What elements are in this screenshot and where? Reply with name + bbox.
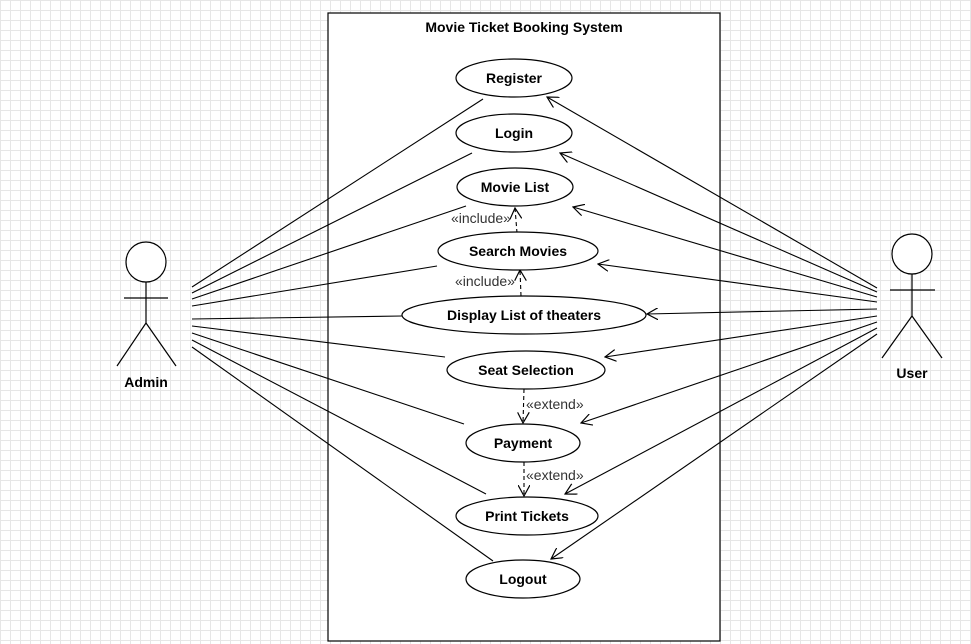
use-case-movie-list[interactable]: Movie List bbox=[456, 167, 574, 207]
use-case-register-ellipse bbox=[455, 58, 573, 98]
use-case-search-movies-ellipse bbox=[437, 231, 599, 271]
use-case-display-theaters-label: Display List of theaters bbox=[447, 307, 601, 323]
use-case-seat-selection-ellipse bbox=[446, 350, 606, 390]
use-case-seat-selection[interactable]: Seat Selection bbox=[446, 350, 606, 390]
use-case-login-label: Login bbox=[495, 125, 533, 141]
use-case-logout-label: Logout bbox=[499, 571, 547, 587]
use-case-display-theaters[interactable]: Display List of theaters bbox=[401, 295, 647, 335]
actor-user-label: User bbox=[896, 365, 928, 381]
use-case-register-label: Register bbox=[486, 70, 543, 86]
use-case-logout-ellipse bbox=[465, 559, 581, 599]
admin-register-line bbox=[191, 98, 484, 288]
dependency-relations bbox=[515, 208, 524, 496]
admin-left-leg bbox=[116, 322, 147, 367]
user-search-movies-arrow bbox=[598, 264, 878, 303]
user-logout-arrow bbox=[551, 333, 878, 559]
use-case-display-theaters-ellipse bbox=[401, 295, 647, 335]
use-case-logout[interactable]: Logout bbox=[465, 559, 581, 599]
user-payment-arrow bbox=[581, 321, 878, 423]
user-right-leg bbox=[911, 315, 943, 359]
use-case-login[interactable]: Login bbox=[455, 113, 573, 153]
admin-associations bbox=[191, 98, 494, 562]
user-display-theaters-arrow bbox=[647, 309, 878, 314]
use-case-search-movies-label: Search Movies bbox=[469, 243, 567, 259]
extend-label-1: «extend» bbox=[526, 396, 584, 412]
admin-login-line bbox=[191, 152, 473, 294]
include-label-1: «include» bbox=[451, 210, 511, 226]
admin-seat-selection-line bbox=[191, 325, 446, 358]
include-label-2: «include» bbox=[455, 273, 515, 289]
admin-head bbox=[125, 241, 167, 283]
user-associations bbox=[547, 97, 878, 559]
use-case-movie-list-label: Movie List bbox=[481, 179, 550, 195]
use-case-login-ellipse bbox=[455, 113, 573, 153]
actor-user[interactable] bbox=[881, 233, 943, 359]
admin-right-leg bbox=[145, 322, 177, 367]
use-case-print-tickets-ellipse bbox=[455, 496, 599, 536]
include-theaters-to-search bbox=[520, 270, 521, 297]
use-case-payment[interactable]: Payment bbox=[465, 423, 581, 463]
use-case-print-tickets-label: Print Tickets bbox=[485, 508, 569, 524]
user-head bbox=[891, 233, 933, 275]
actor-admin[interactable] bbox=[116, 241, 177, 367]
actor-admin-label: Admin bbox=[124, 374, 168, 390]
user-login-arrow bbox=[560, 153, 878, 293]
admin-search-movies-line bbox=[191, 265, 438, 307]
admin-display-theaters-line bbox=[191, 315, 403, 320]
user-register-arrow bbox=[547, 97, 878, 289]
use-case-seat-selection-label: Seat Selection bbox=[478, 362, 574, 378]
user-movie-list-arrow bbox=[573, 207, 878, 298]
admin-payment-line bbox=[191, 332, 465, 425]
extend-seat-to-payment bbox=[523, 388, 524, 423]
use-case-search-movies[interactable]: Search Movies bbox=[437, 231, 599, 271]
use-case-payment-ellipse bbox=[465, 423, 581, 463]
use-case-movie-list-ellipse bbox=[456, 167, 574, 207]
admin-logout-line bbox=[191, 346, 494, 562]
user-print-tickets-arrow bbox=[565, 327, 878, 494]
user-seat-selection-arrow bbox=[605, 315, 878, 357]
use-case-register[interactable]: Register bbox=[455, 58, 573, 98]
system-title: Movie Ticket Booking System bbox=[425, 19, 622, 35]
extend-label-2: «extend» bbox=[526, 467, 584, 483]
use-case-print-tickets[interactable]: Print Tickets bbox=[455, 496, 599, 536]
use-case-payment-label: Payment bbox=[494, 435, 553, 451]
user-left-leg bbox=[881, 315, 913, 359]
admin-print-tickets-line bbox=[191, 339, 487, 495]
admin-movie-list-line bbox=[191, 205, 467, 300]
